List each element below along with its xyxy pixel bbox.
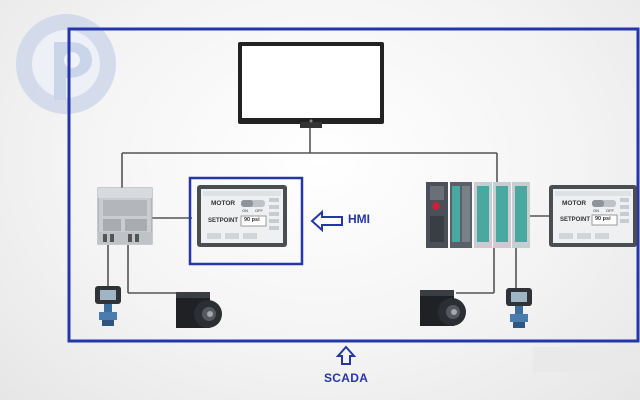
right-hmi-motor-label: MOTOR: [562, 200, 587, 207]
scada-boundary: [67, 27, 640, 343]
plc-right-icon: [426, 182, 530, 248]
caption-placeholder-box: [533, 347, 640, 372]
hmi-panel-left: [197, 185, 287, 247]
left-hmi-off-label: OFF: [255, 208, 263, 213]
left-hmi-setpoint-value: 90 psi: [244, 217, 260, 223]
network-wiring: [107, 128, 552, 294]
hmi-label: HMI: [348, 212, 370, 226]
left-hmi-setpoint-label: SETPOINT: [208, 218, 239, 224]
scada-label: SCADA: [324, 371, 369, 385]
motor-right-icon: [420, 290, 466, 326]
plc-left-icon: [97, 187, 153, 245]
pressure-sensor-right-icon: [506, 288, 532, 328]
motor-left-icon: [176, 292, 222, 328]
monitor-icon: [238, 42, 384, 128]
right-hmi-setpoint-value: 90 psi: [595, 216, 611, 222]
pressure-sensor-left-icon: [95, 286, 121, 326]
right-hmi-off-label: OFF: [606, 208, 614, 213]
right-hmi-setpoint-label: SETPOINT: [560, 217, 591, 223]
right-hmi-on-label: ON: [593, 208, 599, 213]
left-hmi-motor-label: MOTOR: [211, 200, 236, 207]
hmi-arrow-icon: [310, 209, 343, 233]
hmi-highlight-box: [188, 176, 304, 266]
scada-arrow-icon: [335, 345, 357, 365]
left-hmi-on-label: ON: [242, 208, 248, 213]
hmi-panel-right: [549, 185, 637, 247]
